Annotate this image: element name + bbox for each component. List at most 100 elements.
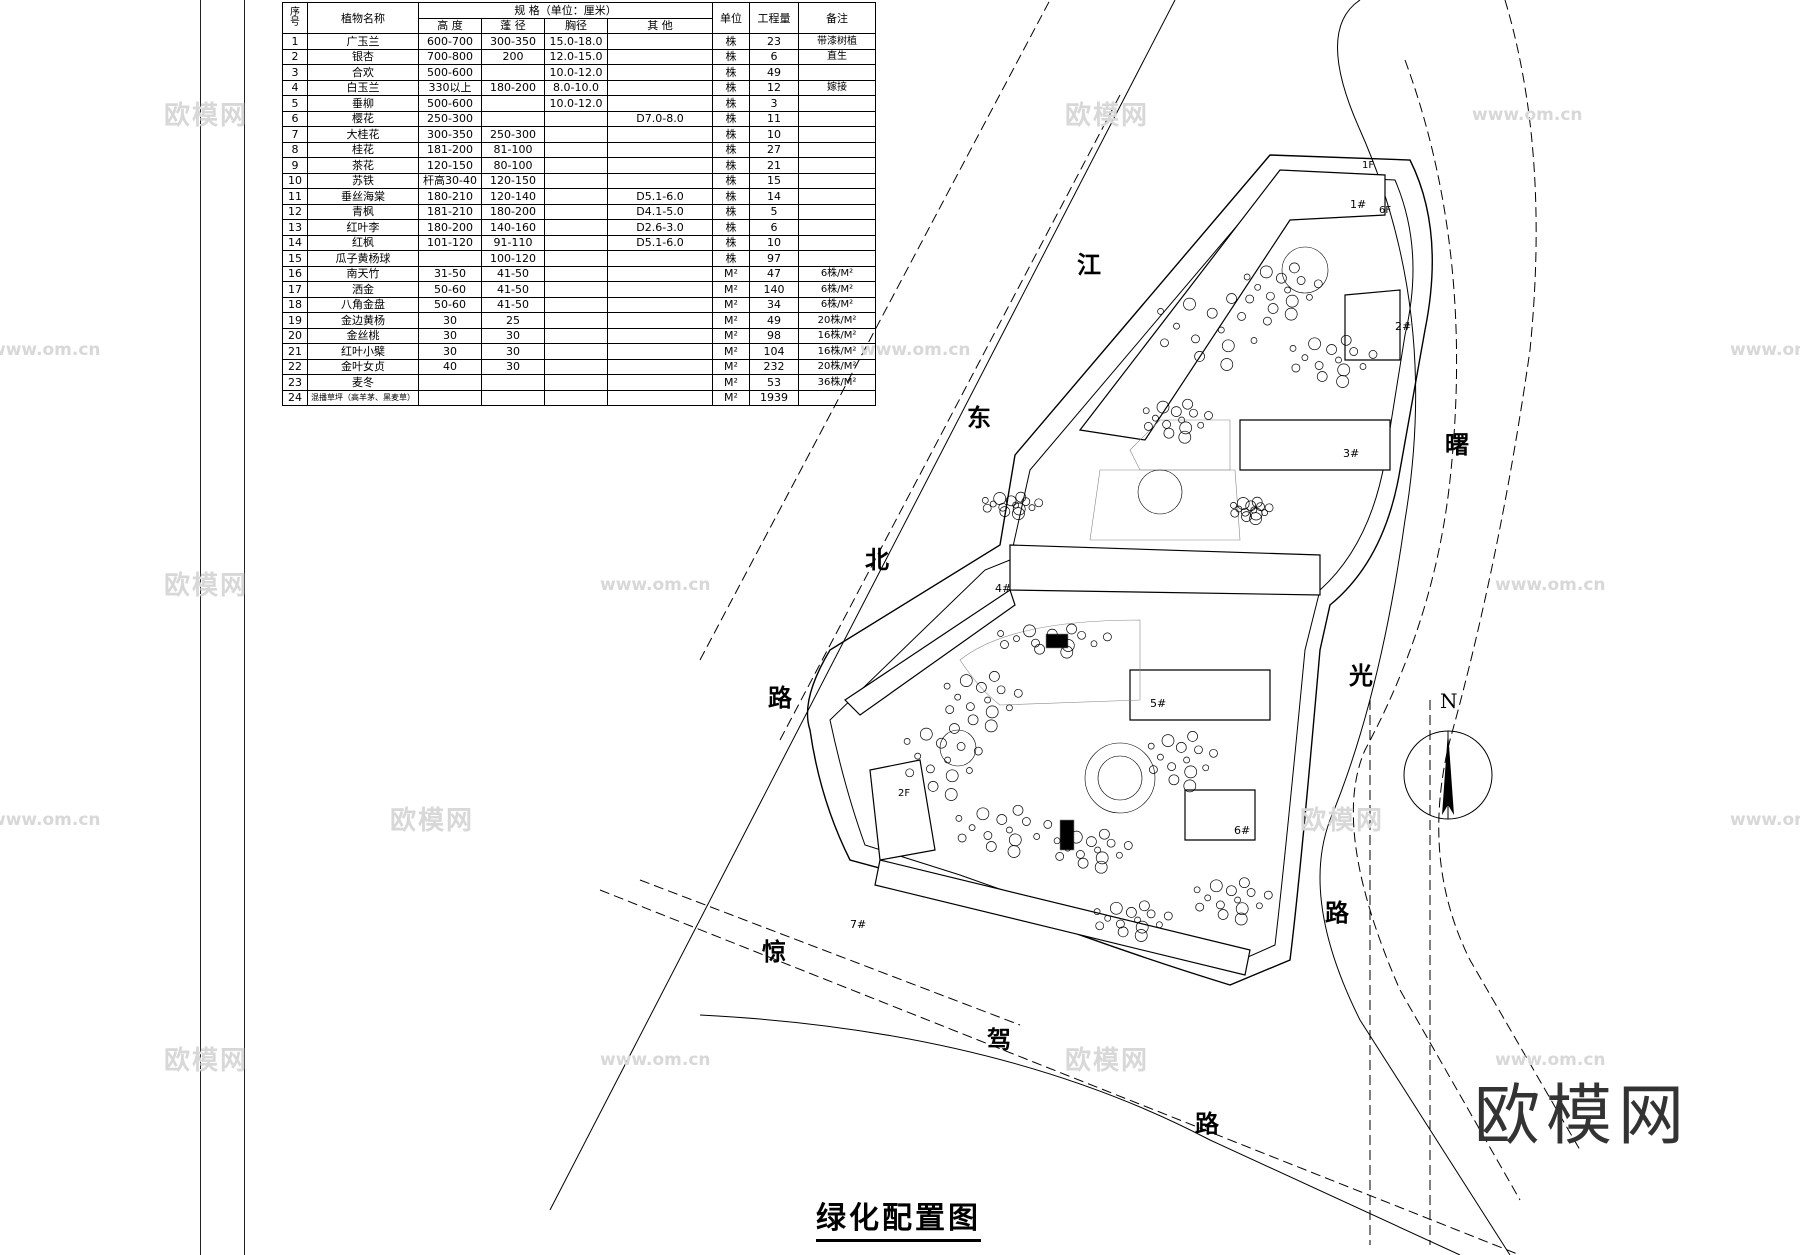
table-cell-note — [798, 389, 876, 406]
tree-symbol — [1193, 886, 1201, 894]
col-height-header: 高 度 — [418, 17, 482, 34]
tree-symbol — [1301, 354, 1309, 361]
tree-symbol — [989, 500, 997, 508]
tree-symbol — [1156, 921, 1163, 929]
tree-symbol — [959, 674, 973, 687]
table-cell-height: 500-600 — [418, 95, 482, 112]
tree-symbol — [989, 671, 1000, 682]
tree-symbol — [1276, 272, 1287, 284]
tree-symbol — [1034, 498, 1044, 508]
tree-symbol — [1194, 351, 1205, 362]
tree-symbol — [967, 714, 979, 726]
building-tag-5: 5# — [1150, 697, 1167, 710]
tree-symbol — [1267, 303, 1279, 314]
tree-symbol — [1160, 338, 1169, 348]
table-cell-height: 30 — [418, 327, 482, 344]
tree-symbol — [903, 738, 911, 745]
tree-symbol — [1168, 774, 1180, 786]
tree-symbol — [957, 833, 967, 843]
watermark: 欧模网 — [1065, 101, 1150, 131]
tree-symbol — [1005, 495, 1017, 507]
tree-symbol — [1245, 294, 1255, 304]
tree-symbol — [1173, 322, 1180, 330]
tree-symbol — [1184, 765, 1198, 779]
tree-symbol — [1077, 630, 1086, 640]
tree-symbol — [1142, 407, 1150, 415]
tree-symbol — [1175, 742, 1187, 753]
tree-symbol — [966, 767, 973, 774]
tree-symbol — [1116, 851, 1123, 859]
tree-symbol — [1099, 828, 1110, 840]
tree-symbol — [1117, 926, 1129, 938]
tree-symbol — [1167, 762, 1176, 771]
tree-symbol — [983, 831, 993, 840]
tree-symbol — [1057, 636, 1065, 644]
tree-symbol — [1006, 826, 1013, 834]
tree-symbol — [1235, 902, 1249, 916]
tree-symbol — [1368, 350, 1378, 359]
tree-symbol — [1146, 909, 1156, 919]
tree-symbol — [1000, 640, 1009, 649]
tree-symbol — [985, 841, 997, 852]
watermark-url: www.om.cn — [0, 810, 101, 830]
brand-logo: 欧模网 — [1474, 1077, 1690, 1154]
tree-symbol — [1359, 363, 1367, 370]
tree-symbol — [1161, 734, 1175, 747]
tree-symbol — [1284, 307, 1298, 321]
road-label-north-3: 北 — [865, 546, 889, 574]
tree-symbol — [1313, 279, 1323, 289]
tree-symbol — [984, 719, 998, 733]
tree-symbol — [1178, 430, 1192, 444]
tree-symbol — [1139, 900, 1150, 912]
tree-symbol — [1289, 345, 1297, 352]
table-cell-crown: 41-50 — [481, 296, 545, 313]
table-cell-dbh: 10.0-12.0 — [544, 95, 608, 112]
table-cell-name: 白玉兰 — [307, 79, 419, 96]
tree-symbol — [1123, 841, 1133, 850]
tree-symbol — [1336, 375, 1349, 388]
table-subheader-row: 高 度 蓬 径 胸径 其 他 — [283, 17, 876, 34]
tree-symbol — [1060, 645, 1074, 659]
table-cell-crown: 140-160 — [481, 219, 545, 236]
table-cell-name: 青枫 — [307, 203, 419, 220]
tree-symbol — [1183, 756, 1190, 764]
tree-symbol — [1206, 307, 1218, 319]
tree-symbol — [1106, 838, 1116, 848]
tree-symbol — [1234, 896, 1241, 904]
table-cell-name: 垂丝海棠 — [307, 188, 419, 205]
table-cell-crown: 300-350 — [481, 33, 545, 50]
tree-symbol — [1306, 293, 1313, 301]
tree-symbols — [903, 262, 1378, 942]
tree-symbol — [1163, 427, 1175, 439]
paving-areas — [939, 246, 1329, 851]
tree-symbol — [1216, 900, 1225, 910]
tree-symbol — [1217, 909, 1229, 920]
building-blocks — [844, 169, 1401, 976]
tree-symbol — [1291, 363, 1301, 373]
col-crown-header: 蓬 径 — [481, 17, 545, 34]
tree-symbol — [1013, 688, 1023, 698]
north-label: N — [1440, 689, 1458, 713]
tree-symbol — [1126, 907, 1137, 918]
tree-symbol — [968, 824, 976, 831]
tree-symbol — [1061, 639, 1075, 652]
tree-symbol — [1069, 830, 1083, 844]
tree-symbol — [1094, 846, 1101, 854]
tree-symbol — [1308, 337, 1321, 351]
col-unit-header: 单位 — [712, 2, 750, 34]
watermark: 欧模网 — [164, 571, 249, 601]
road-label-north-2: 江 — [1077, 251, 1101, 279]
tree-symbol — [1053, 837, 1061, 845]
road-label-north-4: 路 — [768, 684, 792, 712]
tree-symbol — [1261, 509, 1269, 516]
frame-line-outer — [200, 0, 201, 1255]
tree-symbol — [1316, 371, 1328, 382]
tree-symbol — [919, 727, 933, 741]
table-cell-qty: 97 — [749, 250, 799, 267]
road-label-east-3: 路 — [1325, 899, 1349, 927]
table-cell-height: 30 — [418, 312, 482, 329]
